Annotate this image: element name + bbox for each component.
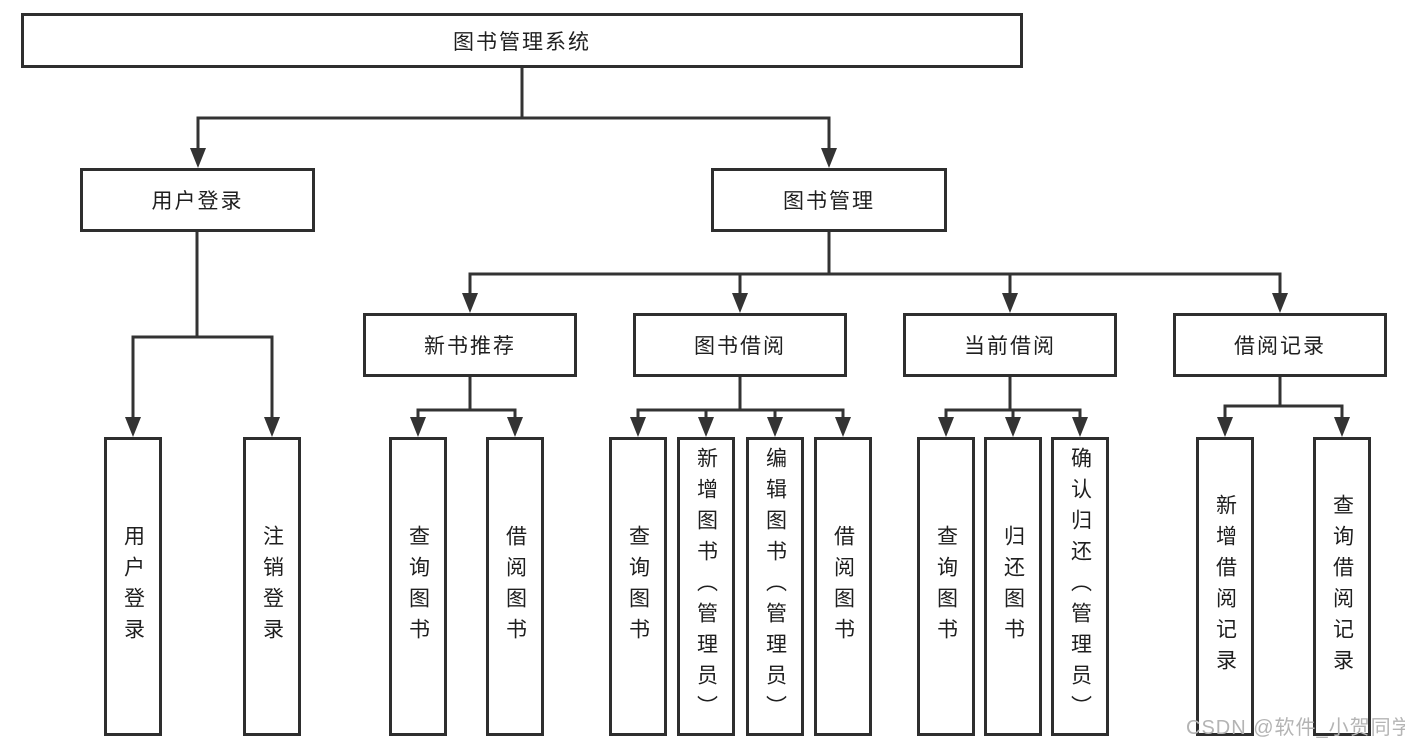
leaf-query-books-current: 查询图书 (917, 437, 975, 736)
node-book-management: 图书管理 (711, 168, 947, 232)
node-borrow-records: 借阅记录 (1173, 313, 1387, 377)
arrowhead (410, 417, 426, 437)
arrowhead (125, 417, 141, 437)
leaf-user-login: 用户登录 (104, 437, 162, 736)
arrowhead (767, 417, 783, 437)
leaf-add-books-admin: 新增图书（管理员） (677, 437, 735, 736)
arrowhead (1005, 417, 1021, 437)
arrowhead (835, 417, 851, 437)
node-current-borrow: 当前借阅 (903, 313, 1117, 377)
arrowhead (507, 417, 523, 437)
node-new-book-recommend: 新书推荐 (363, 313, 577, 377)
arrowhead (462, 293, 478, 313)
leaf-add-borrow-record: 新增借阅记录 (1196, 437, 1254, 736)
leaf-borrow-books: 借阅图书 (814, 437, 872, 736)
node-book-borrow: 图书借阅 (633, 313, 847, 377)
arrowhead (698, 417, 714, 437)
node-user-login: 用户登录 (80, 168, 315, 232)
leaf-return-books: 归还图书 (984, 437, 1042, 736)
arrowhead (630, 417, 646, 437)
leaf-query-books-recommend: 查询图书 (389, 437, 447, 736)
arrowhead (938, 417, 954, 437)
arrowhead (264, 417, 280, 437)
arrowhead (1334, 417, 1350, 437)
leaf-query-borrow-record: 查询借阅记录 (1313, 437, 1371, 736)
node-system-root: 图书管理系统 (21, 13, 1023, 68)
arrowhead (732, 293, 748, 313)
leaf-edit-books-admin: 编辑图书（管理员） (746, 437, 804, 736)
arrowhead (190, 148, 206, 168)
leaf-logout: 注销登录 (243, 437, 301, 736)
leaf-confirm-return-admin: 确认归还（管理员） (1051, 437, 1109, 736)
leaf-query-books-borrow: 查询图书 (609, 437, 667, 736)
arrowhead (1272, 293, 1288, 313)
arrowhead (1217, 417, 1233, 437)
arrowhead (821, 148, 837, 168)
arrowhead (1072, 417, 1088, 437)
arrowhead (1002, 293, 1018, 313)
leaf-borrow-books-recommend: 借阅图书 (486, 437, 544, 736)
csdn-watermark: CSDN @软件_小贺同学 (1186, 717, 1405, 739)
